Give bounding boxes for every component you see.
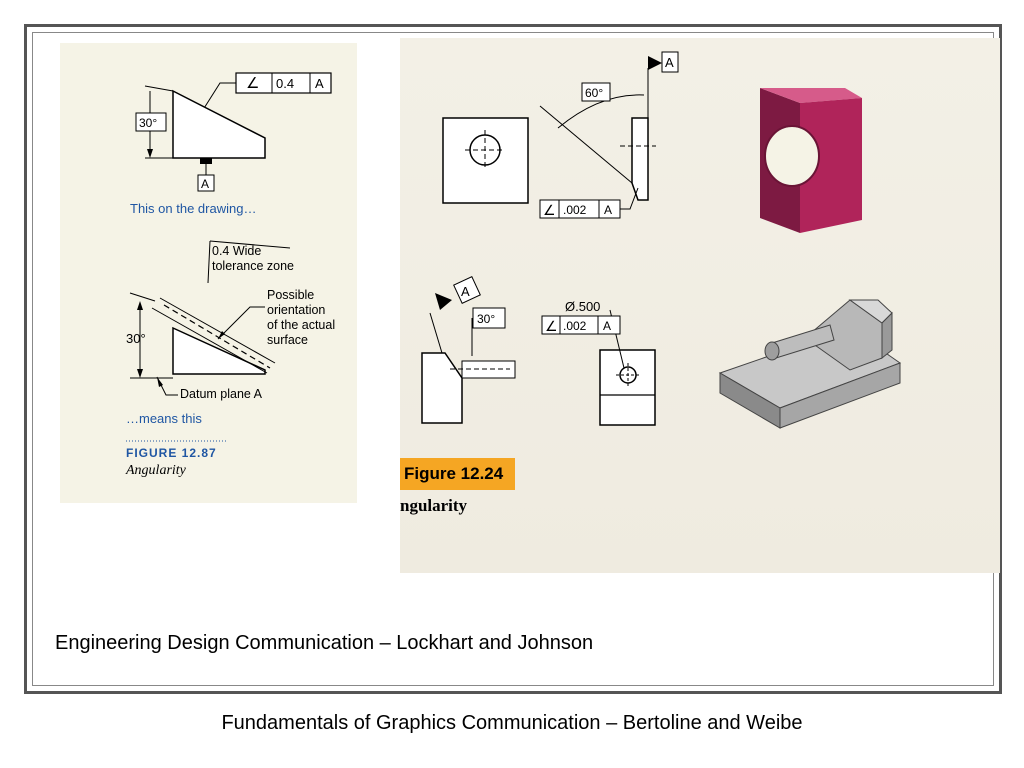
- orientation-line-3: of the actual: [267, 318, 336, 332]
- fig24-callout-mid-symbol: ∠: [543, 202, 556, 218]
- figure-87-title: Angularity: [126, 463, 186, 478]
- drawing-caption: This on the drawing…: [130, 201, 257, 216]
- fig24-angle-lower: 30°: [477, 312, 495, 326]
- wide-zone-line-1: 0.4 Wide: [212, 244, 262, 258]
- fig24-datum-top: A: [665, 55, 674, 70]
- fig24-callout-lower-datum: A: [603, 319, 611, 333]
- callout-top-tolerance: 0.4: [276, 76, 294, 91]
- fig24-datum-lower: A: [461, 284, 470, 299]
- figure-87-number: FIGURE 12.87: [126, 446, 217, 460]
- figure-87-panel: ∠ 0.4 A 30° A 30°: [60, 43, 357, 503]
- wide-zone-label: 0.4 Wide tolerance zone: [212, 244, 294, 274]
- outer-caption: Fundamentals of Graphics Communication –…: [221, 712, 803, 734]
- angle-bottom-label: 30°: [126, 331, 146, 346]
- inner-caption: Engineering Design Communication – Lockh…: [55, 632, 594, 654]
- fig24-callout-lower-tol: .002: [563, 319, 587, 333]
- wide-zone-line-2: tolerance zone: [212, 259, 295, 273]
- means-caption: …means this: [126, 411, 202, 426]
- grey-block-render: [718, 299, 902, 429]
- datum-plane-label: Datum plane A: [180, 387, 262, 401]
- fig24-callout-lower-symbol: ∠: [545, 318, 558, 334]
- figure-24-drawing: A 60° ∠ .002 A A 30° Ø.500: [421, 51, 902, 429]
- callout-frame-top: ∠ 0.4 A: [235, 72, 332, 94]
- orientation-line-4: surface: [267, 333, 308, 347]
- fig24-diameter: Ø.500: [565, 299, 600, 314]
- figure-24-label: Figure 12.24: [400, 458, 515, 490]
- figure-24-number: Figure 12.24: [404, 464, 504, 483]
- callout-top-datum: A: [315, 76, 324, 91]
- fig24-callout-mid-tol: .002: [563, 203, 587, 217]
- datum-top-label: A: [201, 177, 209, 191]
- figure-24-title: ngularity: [400, 496, 468, 515]
- fig24-callout-mid-datum: A: [604, 203, 612, 217]
- magenta-block-render: [760, 88, 862, 233]
- angle-top-label: 30°: [139, 116, 157, 130]
- figure-87-drawing: ∠ 0.4 A 30° A 30°: [126, 72, 332, 442]
- orientation-label: Possible orientation of the actual surfa…: [267, 288, 335, 348]
- callout-top-symbol: ∠: [246, 75, 259, 92]
- orientation-line-2: orientation: [267, 303, 326, 317]
- fig24-angle-top: 60°: [585, 86, 603, 100]
- figure-24-panel: A 60° ∠ .002 A A 30° Ø.500: [400, 38, 1000, 573]
- orientation-line-1: Possible: [267, 288, 315, 302]
